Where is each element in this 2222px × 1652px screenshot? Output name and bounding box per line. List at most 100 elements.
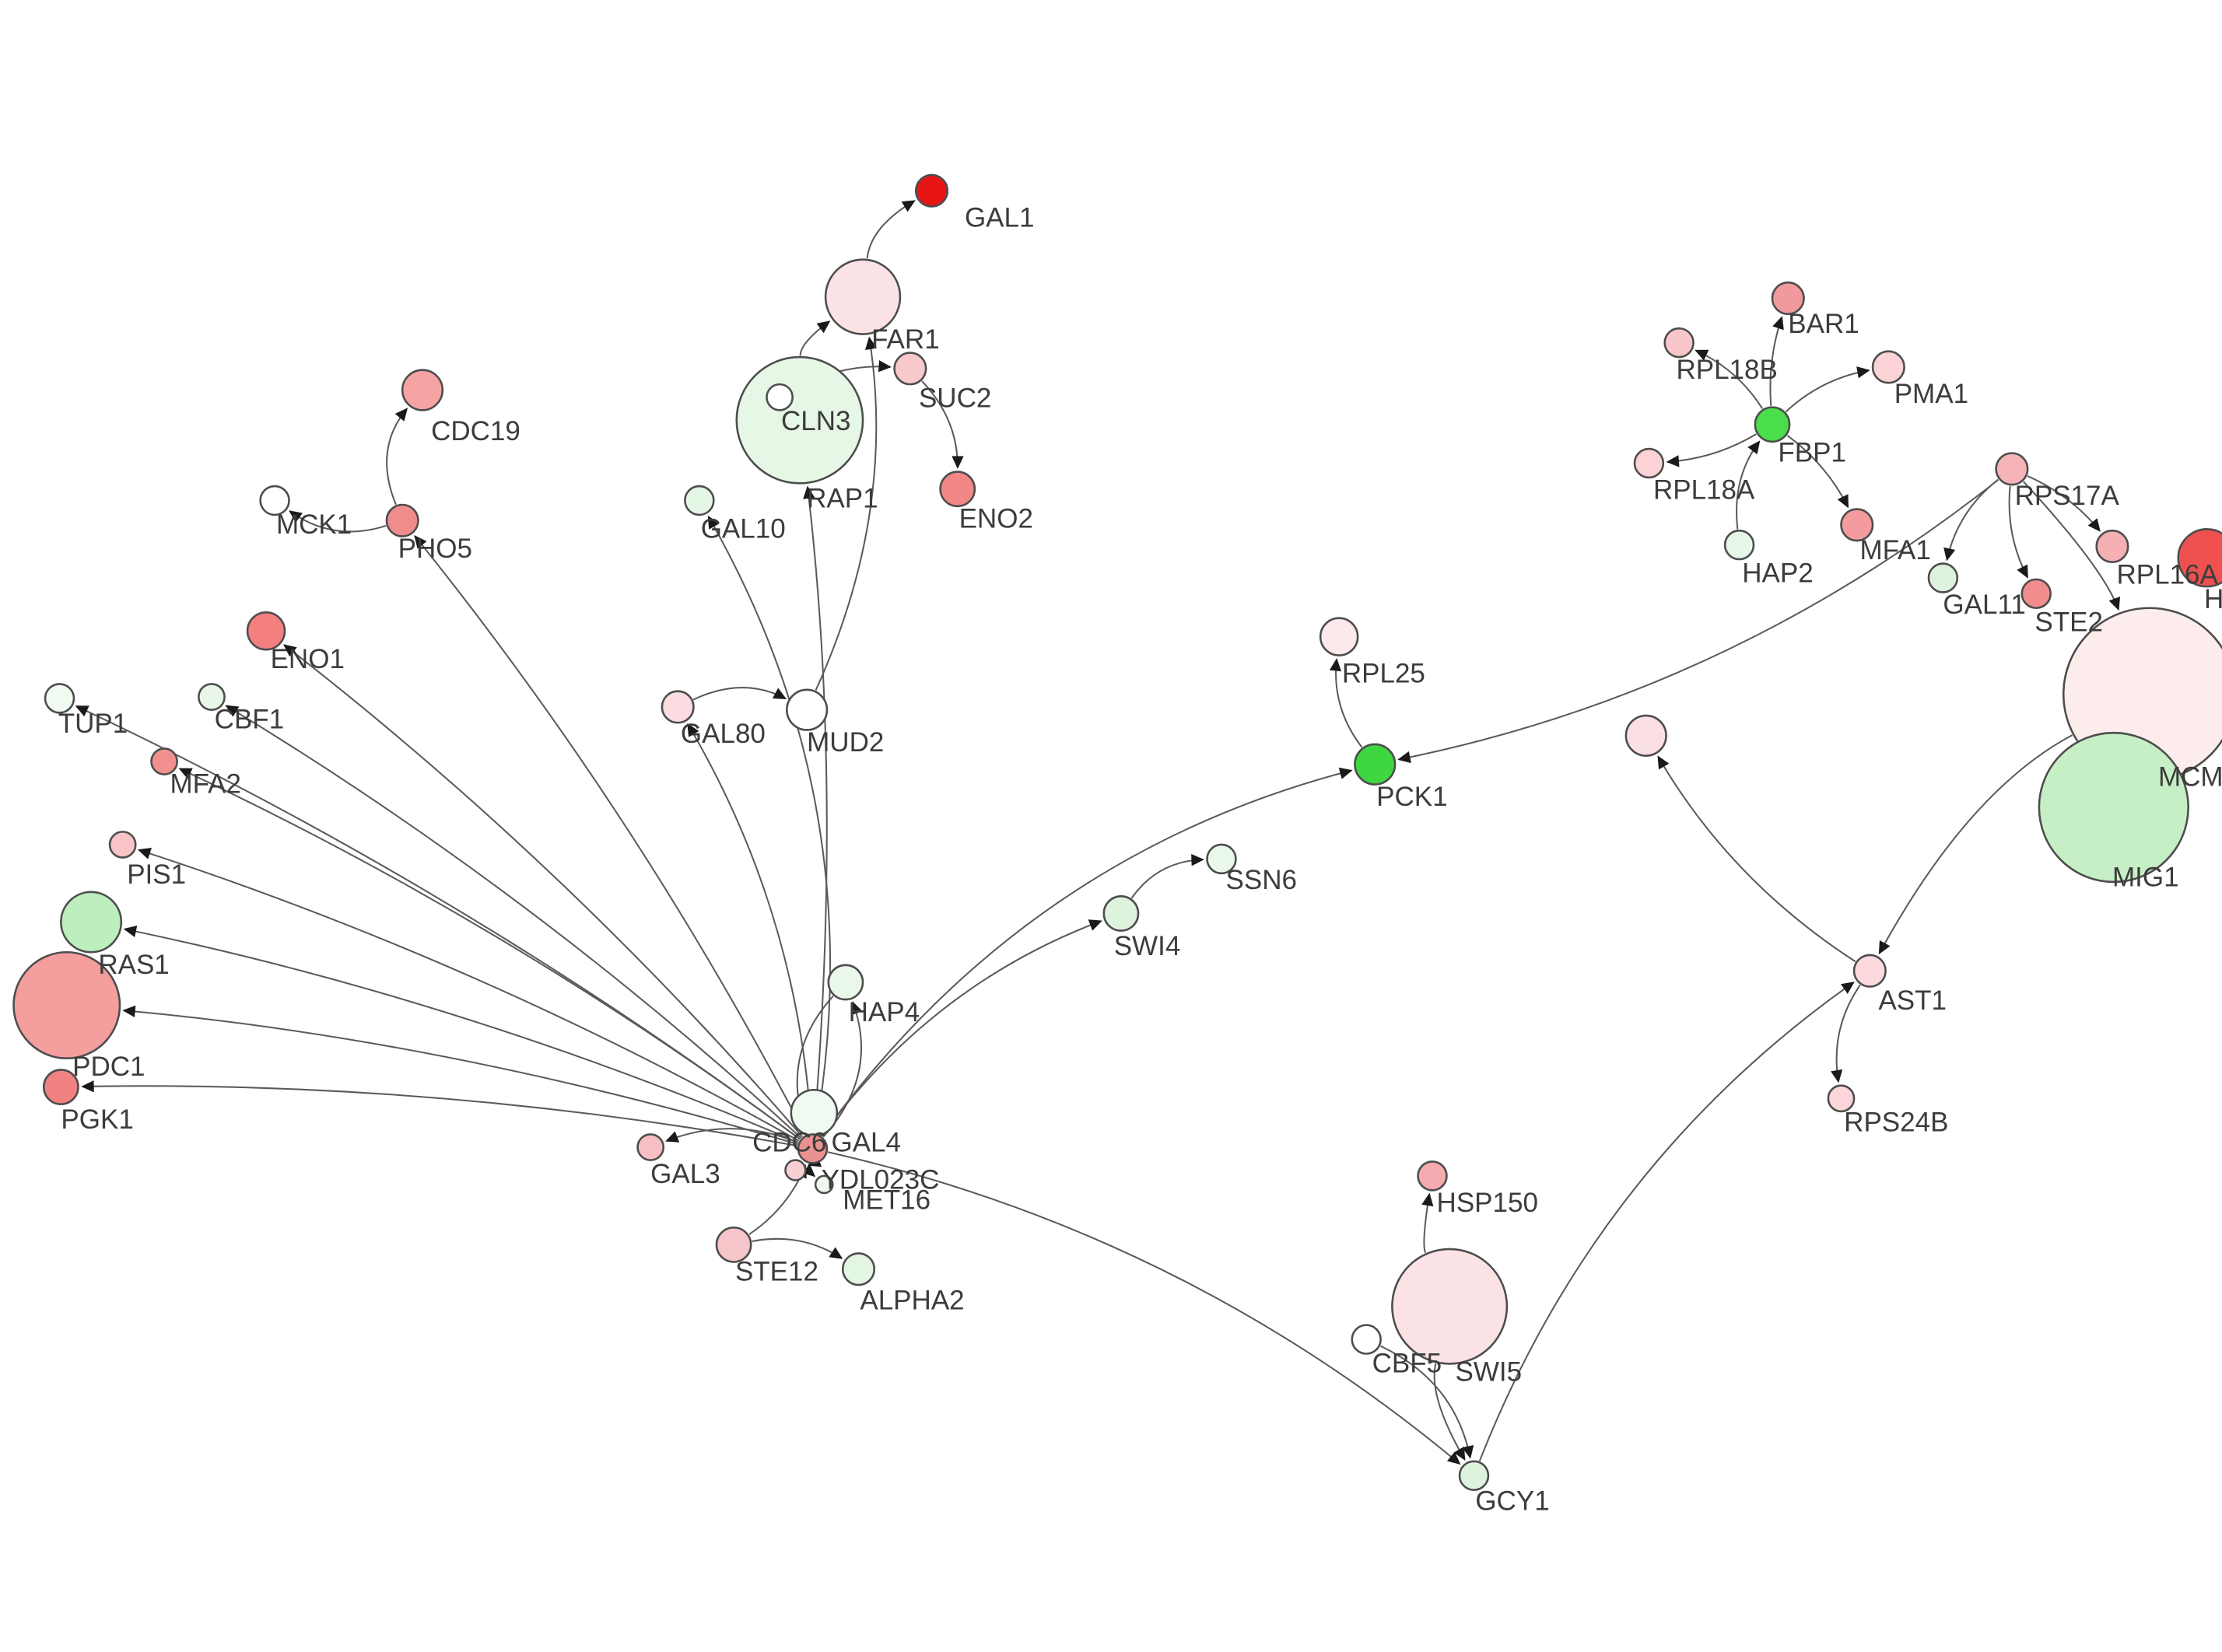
- node-ste2[interactable]: [2020, 578, 2052, 610]
- node-eno1[interactable]: [246, 611, 286, 651]
- node-gal10[interactable]: [684, 485, 715, 516]
- node-gal1[interactable]: [914, 173, 949, 208]
- edge-swi4-ssn6[interactable]: [1130, 853, 1204, 899]
- edge-suc2-eno2[interactable]: [921, 380, 964, 469]
- edge-gal4-pck1[interactable]: [821, 767, 1353, 1137]
- edge-fbp1-mfa1[interactable]: [1786, 435, 1849, 509]
- node-gal80[interactable]: [661, 690, 695, 724]
- edge-swi5-hsp150[interactable]: [1421, 1192, 1434, 1254]
- edge-gal4-gal3[interactable]: [665, 1128, 799, 1144]
- edge-gal4-gcy1[interactable]: [828, 1151, 1461, 1465]
- edge-gal4-pho5[interactable]: [414, 534, 806, 1136]
- node-cbf5[interactable]: [1351, 1324, 1382, 1355]
- node-ssn6[interactable]: [1206, 843, 1237, 875]
- node-rpl18a[interactable]: [1633, 447, 1665, 479]
- node-unlabeled1[interactable]: [1624, 714, 1667, 757]
- node-far1[interactable]: [824, 258, 902, 335]
- edge-gal4-cln3[interactable]: [803, 485, 828, 1133]
- node-bar1[interactable]: [1771, 281, 1805, 316]
- edge-ste12-alpha2[interactable]: [752, 1237, 843, 1259]
- node-cln3[interactable]: [735, 355, 864, 485]
- edge-ast1-rps24b[interactable]: [1831, 984, 1861, 1083]
- node-ste12[interactable]: [715, 1226, 752, 1263]
- node-hap4[interactable]: [827, 964, 864, 1001]
- node-ast1[interactable]: [1852, 954, 1887, 988]
- edge-rps17a-mcm1[interactable]: [2023, 481, 2121, 611]
- edge-gal4-gal80[interactable]: [687, 723, 813, 1133]
- node-rpl16a[interactable]: [2095, 529, 2129, 564]
- node-rpl18b[interactable]: [1663, 327, 1695, 359]
- edge-gcy1-ast1[interactable]: [1478, 982, 1855, 1461]
- node-rap1[interactable]: [766, 383, 794, 411]
- node-pis1[interactable]: [108, 831, 137, 859]
- node-pho5[interactable]: [385, 503, 419, 537]
- edge-gal4-ras1[interactable]: [123, 926, 799, 1143]
- node-hap2[interactable]: [1723, 529, 1755, 561]
- edge-rps17a-ste2[interactable]: [2008, 485, 2028, 579]
- edge-gal4-met16[interactable]: [801, 1164, 816, 1178]
- node-eno2[interactable]: [939, 471, 976, 508]
- node-swi4[interactable]: [1102, 895, 1140, 932]
- node-hsp150[interactable]: [1417, 1160, 1448, 1192]
- edge-cln3-far1[interactable]: [799, 320, 831, 356]
- edge-rps17a-pck1[interactable]: [1397, 478, 1999, 764]
- edge-gal4-swi4[interactable]: [821, 919, 1102, 1137]
- edge-gal4-gal10[interactable]: [707, 515, 832, 1134]
- edge-ast1-unlabeled1[interactable]: [1657, 755, 1856, 963]
- node-swi5[interactable]: [1391, 1248, 1509, 1365]
- edge-gal80-mud2[interactable]: [692, 687, 787, 701]
- edge-pho5-mck1[interactable]: [289, 510, 387, 533]
- node-pdc1[interactable]: [12, 950, 121, 1059]
- edge-gal4-pdc1[interactable]: [122, 1005, 798, 1146]
- node-gcy1[interactable]: [1458, 1460, 1490, 1491]
- node-rpl25[interactable]: [1319, 617, 1359, 656]
- node-pma1[interactable]: [1871, 350, 1905, 384]
- node-ydl023c[interactable]: [784, 1159, 807, 1181]
- edge-rps17a-gal11[interactable]: [1943, 478, 1999, 562]
- edge-fbp1-rpl18a[interactable]: [1666, 433, 1757, 467]
- edge-gal4-pis1[interactable]: [137, 848, 800, 1142]
- node-label-pdc1: PDC1: [72, 1052, 145, 1082]
- node-his4[interactable]: [2177, 528, 2222, 588]
- node-pck1[interactable]: [1354, 743, 1397, 786]
- edge-cbf5-gcy1[interactable]: [1380, 1345, 1474, 1459]
- node-tup1[interactable]: [44, 683, 75, 714]
- edge-gal4-cbf1[interactable]: [225, 705, 802, 1139]
- node-rps24b[interactable]: [1827, 1084, 1856, 1113]
- edge-fbp1-pma1[interactable]: [1785, 366, 1870, 413]
- node-gal3[interactable]: [636, 1133, 665, 1161]
- node-alpha2[interactable]: [841, 1252, 876, 1286]
- node-rps17a[interactable]: [1995, 452, 2029, 486]
- node-label-eno2: ENO2: [959, 504, 1033, 534]
- edge-mud2-far1[interactable]: [815, 336, 878, 691]
- node-mfa1[interactable]: [1840, 508, 1874, 542]
- node-gal11[interactable]: [1927, 562, 1959, 593]
- edge-gal4-ydl023c[interactable]: [807, 1155, 822, 1167]
- edge-pck1-rpl25[interactable]: [1329, 658, 1363, 748]
- node-mud2[interactable]: [786, 688, 829, 731]
- node-cbf1[interactable]: [198, 683, 226, 711]
- node-mig1[interactable]: [2038, 731, 2189, 884]
- edge-fbp1-rpl18b[interactable]: [1695, 349, 1764, 410]
- edge-rps17a-rpl16a[interactable]: [2027, 475, 2101, 532]
- edge-gal4-mfa2[interactable]: [178, 768, 801, 1140]
- edge-swi5-gcy1[interactable]: [1433, 1363, 1466, 1461]
- node-gal4[interactable]: [797, 1133, 829, 1164]
- node-ras1[interactable]: [60, 891, 123, 954]
- edge-far1-gal1[interactable]: [866, 200, 916, 259]
- node-pgk1[interactable]: [42, 1069, 79, 1105]
- node-met16[interactable]: [814, 1174, 834, 1195]
- edge-hap2-fbp1[interactable]: [1736, 440, 1761, 530]
- edge-gal4-eno1[interactable]: [283, 644, 803, 1138]
- node-mck1[interactable]: [259, 485, 290, 516]
- edge-gal4-pgk1[interactable]: [81, 1080, 797, 1147]
- edge-fbp1-bar1[interactable]: [1769, 316, 1784, 406]
- node-suc2[interactable]: [893, 352, 927, 386]
- edge-mcm1-ast1[interactable]: [1878, 734, 2073, 955]
- node-fbp1[interactable]: [1754, 406, 1791, 443]
- edge-pho5-cdc19[interactable]: [386, 408, 408, 506]
- node-mfa2[interactable]: [150, 747, 179, 775]
- node-cdc19[interactable]: [401, 369, 444, 411]
